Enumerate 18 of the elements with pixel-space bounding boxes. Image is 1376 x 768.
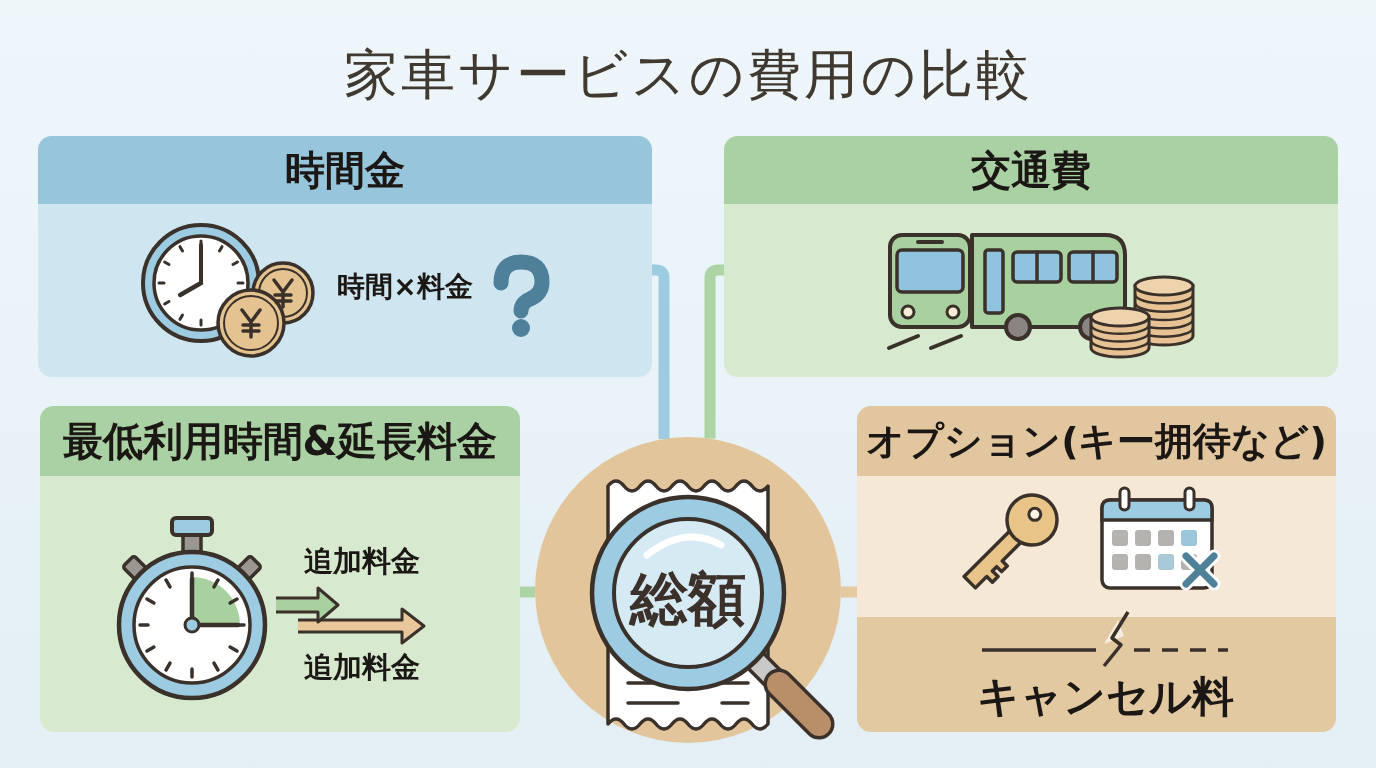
connector-line <box>841 586 857 598</box>
connector-line <box>520 586 535 598</box>
panel-heading: オプション(キー拥待など) <box>857 406 1336 476</box>
panel-card <box>857 406 1336 732</box>
panel-card <box>40 406 520 732</box>
fee-text: キャンセル料 <box>976 673 1234 721</box>
panel-heading: 時間金 <box>38 136 652 204</box>
connector-line <box>650 264 670 439</box>
panel-heading: 交通費 <box>724 136 1338 204</box>
connector-line <box>704 264 724 439</box>
fee-text: 追加料金 <box>304 546 420 578</box>
total-label: 総額 <box>630 568 746 632</box>
panel-card <box>724 136 1338 377</box>
title-text: 家車サービスの費用の比較 <box>343 45 1033 105</box>
fee-text: 追加料金 <box>304 652 420 684</box>
formula-text: 時間×料金 <box>337 271 473 303</box>
panel-card <box>38 136 652 377</box>
panel-heading: 最低利用時間&延長料金 <box>40 406 520 476</box>
